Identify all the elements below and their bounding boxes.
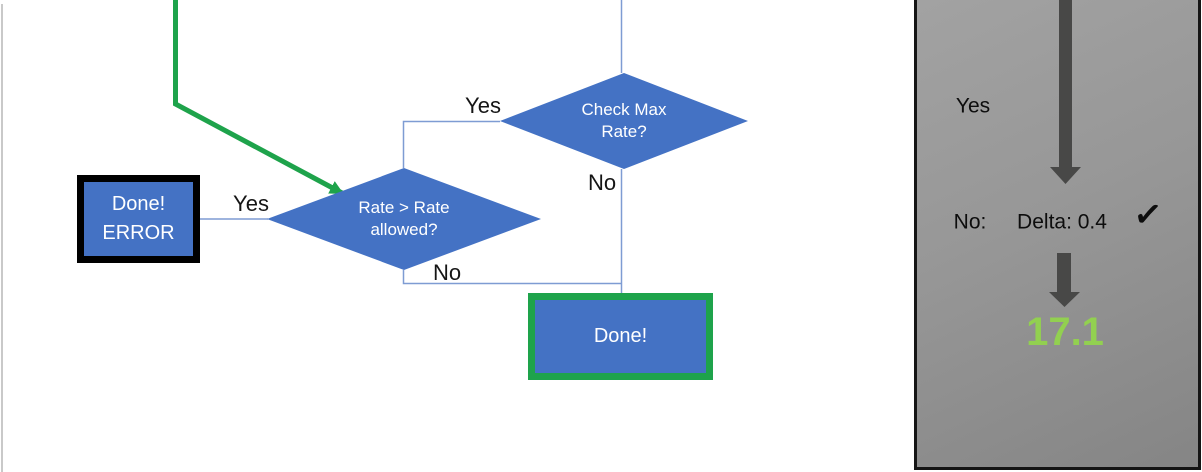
down-arrow-icon	[1059, 0, 1072, 167]
slide-edge-line	[1, 4, 3, 472]
green-path-arrow-icon	[173, 0, 344, 196]
annotation-panel: Yes No: Delta: 0.4 ✓ 17.1	[914, 0, 1201, 470]
terminal-done-box: Done!	[528, 293, 713, 380]
panel-yes-label: Yes	[955, 94, 991, 118]
connector-checkmax-yes-to-rate	[402, 120, 500, 168]
connector-rate-no-to-done	[402, 270, 622, 285]
checkmark-icon: ✓	[1131, 194, 1165, 236]
panel-delta-value: Delta: 0.4	[1017, 210, 1107, 234]
down-arrow-head-icon	[1049, 292, 1080, 307]
down-arrow-icon	[1057, 253, 1071, 292]
terminal-done-error-line2: ERROR	[102, 222, 175, 244]
rate-yes-branch-label: Yes	[233, 191, 269, 216]
checkmax-yes-branch-label: Yes	[465, 93, 501, 118]
terminal-done-label: Done!	[593, 325, 648, 347]
decision-rate-allowed-label: Rate > Rate allowed?	[358, 197, 450, 239]
rate-no-branch-label: No	[432, 260, 462, 285]
down-arrow-head-icon	[1050, 167, 1081, 184]
panel-result-value: 17.1	[1026, 310, 1104, 354]
decision-check-max-rate-label: Check Max Rate?	[581, 99, 667, 141]
terminal-done-error-box: Done! ERROR	[77, 175, 200, 263]
panel-no-label: No:	[953, 210, 987, 234]
checkmax-no-branch-label: No	[587, 170, 617, 195]
terminal-done-error-line1: Done!	[111, 193, 166, 215]
